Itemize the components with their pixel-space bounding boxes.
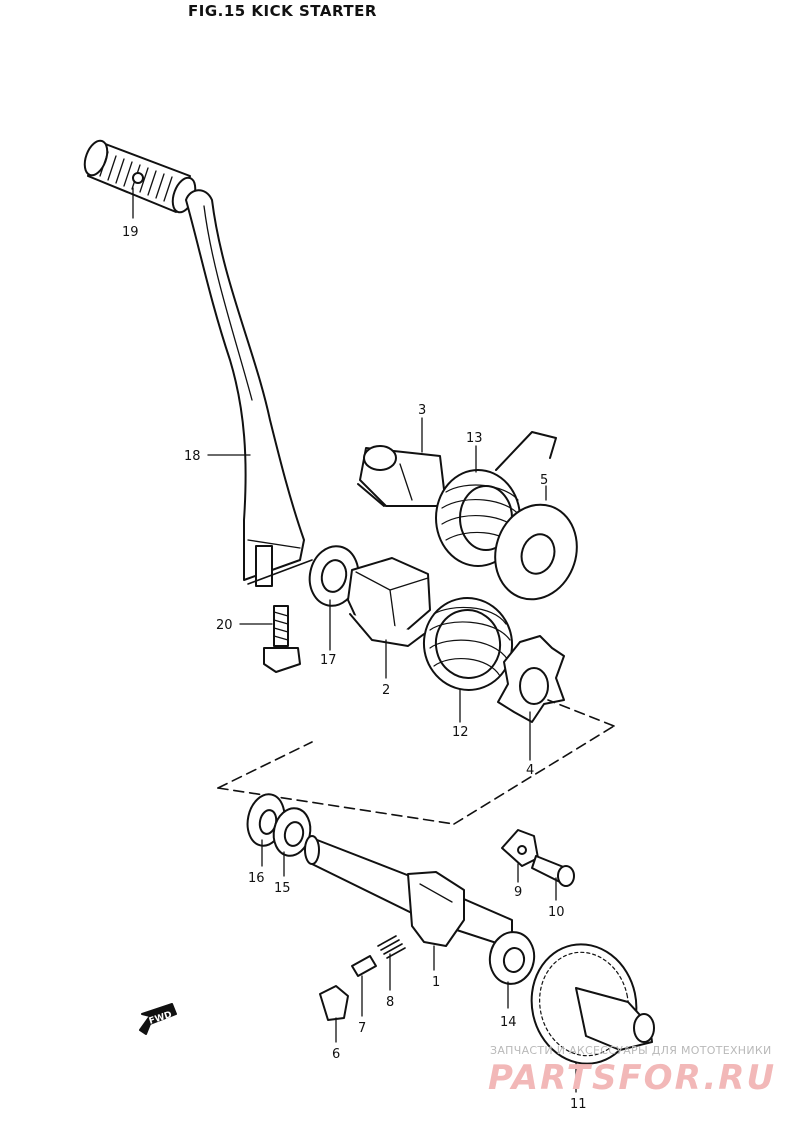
watermark-caption: ЗАПЧАСТИ И АКСЕССУАРЫ ДЛЯ МОТОТЕХНИКИ	[490, 1044, 772, 1057]
part-label-13: 13	[466, 431, 483, 446]
washer-5	[494, 503, 578, 601]
watermark-brand: PARTSFOR.RU	[488, 1058, 777, 1098]
part-label-2: 2	[382, 683, 390, 698]
part-label-18: 18	[184, 449, 201, 464]
kick-grip-19	[83, 139, 197, 214]
part-label-17: 17	[320, 653, 337, 668]
pin-7	[351, 955, 377, 977]
part-label-14: 14	[500, 1015, 517, 1030]
kick-shaft-1	[304, 835, 513, 949]
sleeve-3	[357, 445, 447, 507]
part-label-16: 16	[248, 871, 265, 886]
spring-12	[422, 597, 521, 691]
part-label-12: 12	[452, 725, 469, 740]
part-label-4: 4	[526, 763, 534, 778]
starter-gear-11	[530, 943, 655, 1065]
part-label-10: 10	[548, 905, 565, 920]
part-label-6: 6	[332, 1047, 340, 1062]
assembly-outline	[217, 699, 615, 825]
figure-title: FIG.15 KICK STARTER	[188, 2, 377, 20]
part-label-8: 8	[386, 995, 394, 1010]
part-label-7: 7	[358, 1021, 366, 1036]
guide-9	[501, 829, 539, 867]
screw-10	[531, 855, 575, 887]
part-label-3: 3	[418, 403, 426, 418]
part-label-20: 20	[216, 618, 233, 633]
spring-guide-4	[497, 635, 565, 723]
leader-lines	[132, 187, 577, 1093]
part-label-9: 9	[514, 885, 522, 900]
part-label-1: 1	[432, 975, 440, 990]
starter-spindle-2	[347, 557, 431, 647]
washer-17	[308, 545, 360, 607]
part-label-15: 15	[274, 881, 291, 896]
spring-8	[377, 935, 406, 959]
kick-lever-18	[185, 189, 313, 587]
fwd-arrow-icon	[139, 1003, 177, 1035]
bolt-20	[263, 605, 301, 673]
pawl-6	[319, 985, 349, 1021]
part-label-5: 5	[540, 473, 548, 488]
part-label-19: 19	[122, 225, 139, 240]
part-label-11: 11	[570, 1097, 587, 1112]
